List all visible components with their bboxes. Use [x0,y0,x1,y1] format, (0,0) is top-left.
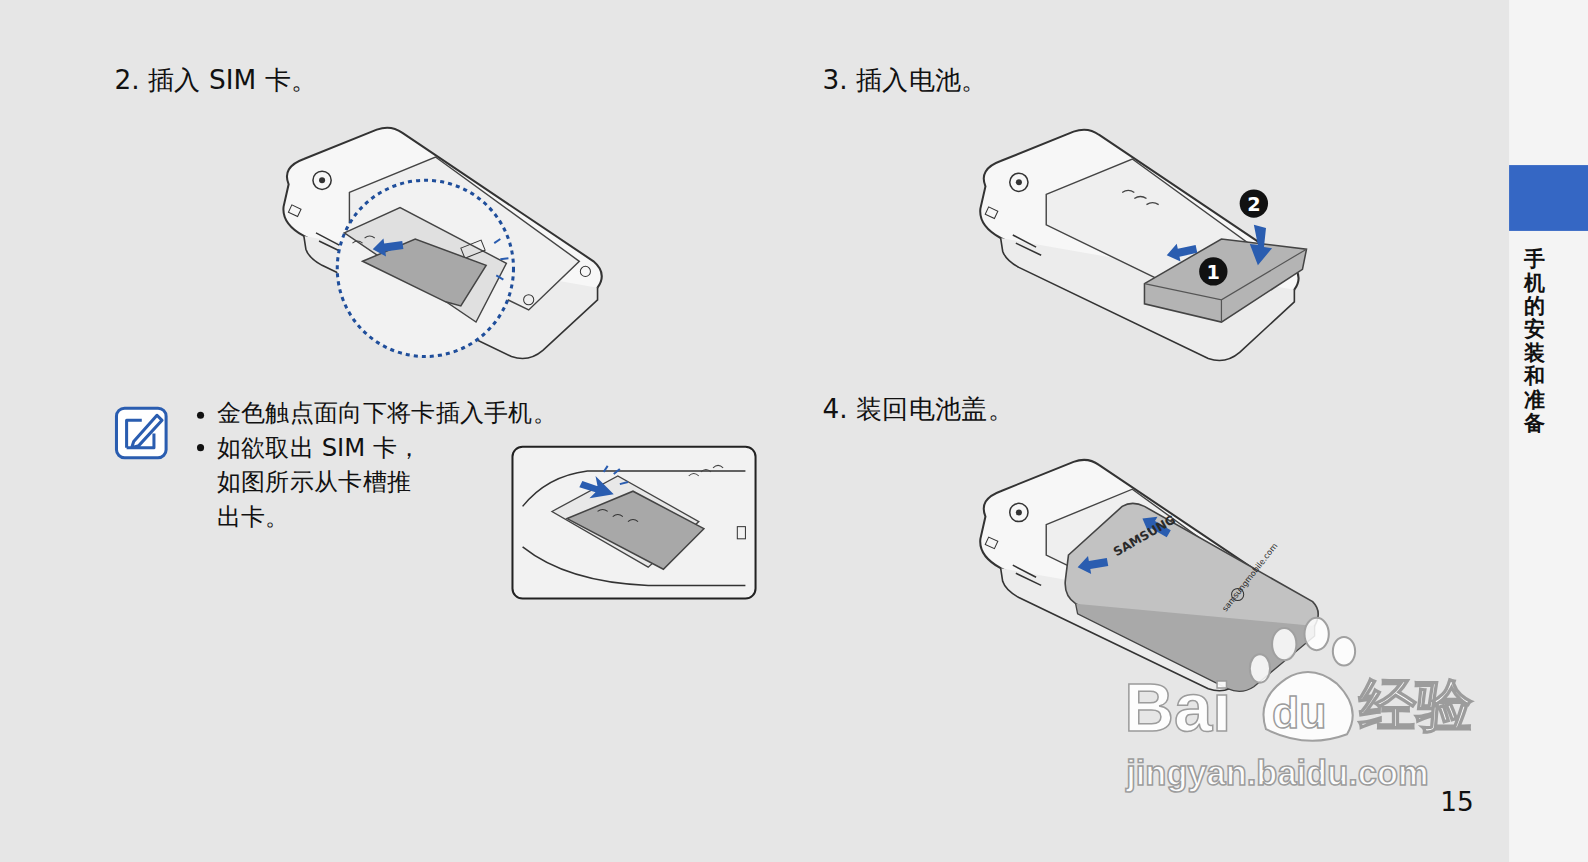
step-heading: 4. 装回电池盖。 [822,393,1013,426]
section-tab-label: 手机的安装和准备 [1524,248,1545,435]
note-text: 金色触点面向下将卡插入手机。 [217,398,557,428]
page-number: 15 [1440,786,1474,819]
step-heading: 2. 插入 SIM 卡。 [114,64,317,97]
callout-number: 2 [1240,189,1268,217]
callout-digit: 1 [1207,262,1220,281]
section-tab [1509,165,1588,231]
watermark: Bai [1124,664,1231,750]
note-text: 如欲取出 SIM 卡，如图所示从卡槽推出卡。 [217,430,432,533]
watermark: jingyan.baidu.com [1126,751,1428,794]
watermark: 经验 [1359,670,1472,741]
callout-digit: 2 [1247,194,1260,213]
watermark: du [1272,685,1326,741]
step-heading: 3. 插入电池。 [822,64,987,97]
callout-number: 1 [1199,257,1227,285]
